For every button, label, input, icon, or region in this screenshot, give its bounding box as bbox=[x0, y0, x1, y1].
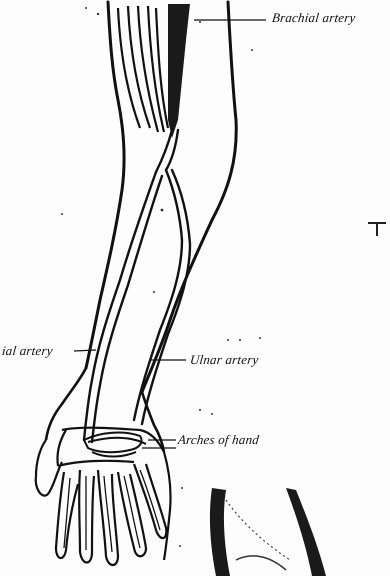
palmar-arches bbox=[84, 433, 146, 457]
edge-mark-stem bbox=[376, 222, 378, 236]
ulnar-artery-label: Ulnar artery bbox=[189, 352, 259, 368]
muscle-stripes bbox=[118, 6, 168, 132]
artery-paths bbox=[84, 130, 190, 442]
inset-arm bbox=[210, 488, 326, 576]
arm-outline bbox=[86, 2, 236, 392]
brachial-artery-label: Brachial artery bbox=[271, 10, 356, 26]
brachial-shadow bbox=[168, 4, 190, 138]
radial-artery-label: ial artery bbox=[1, 343, 53, 359]
arches-of-hand-label: Arches of hand bbox=[177, 432, 260, 448]
